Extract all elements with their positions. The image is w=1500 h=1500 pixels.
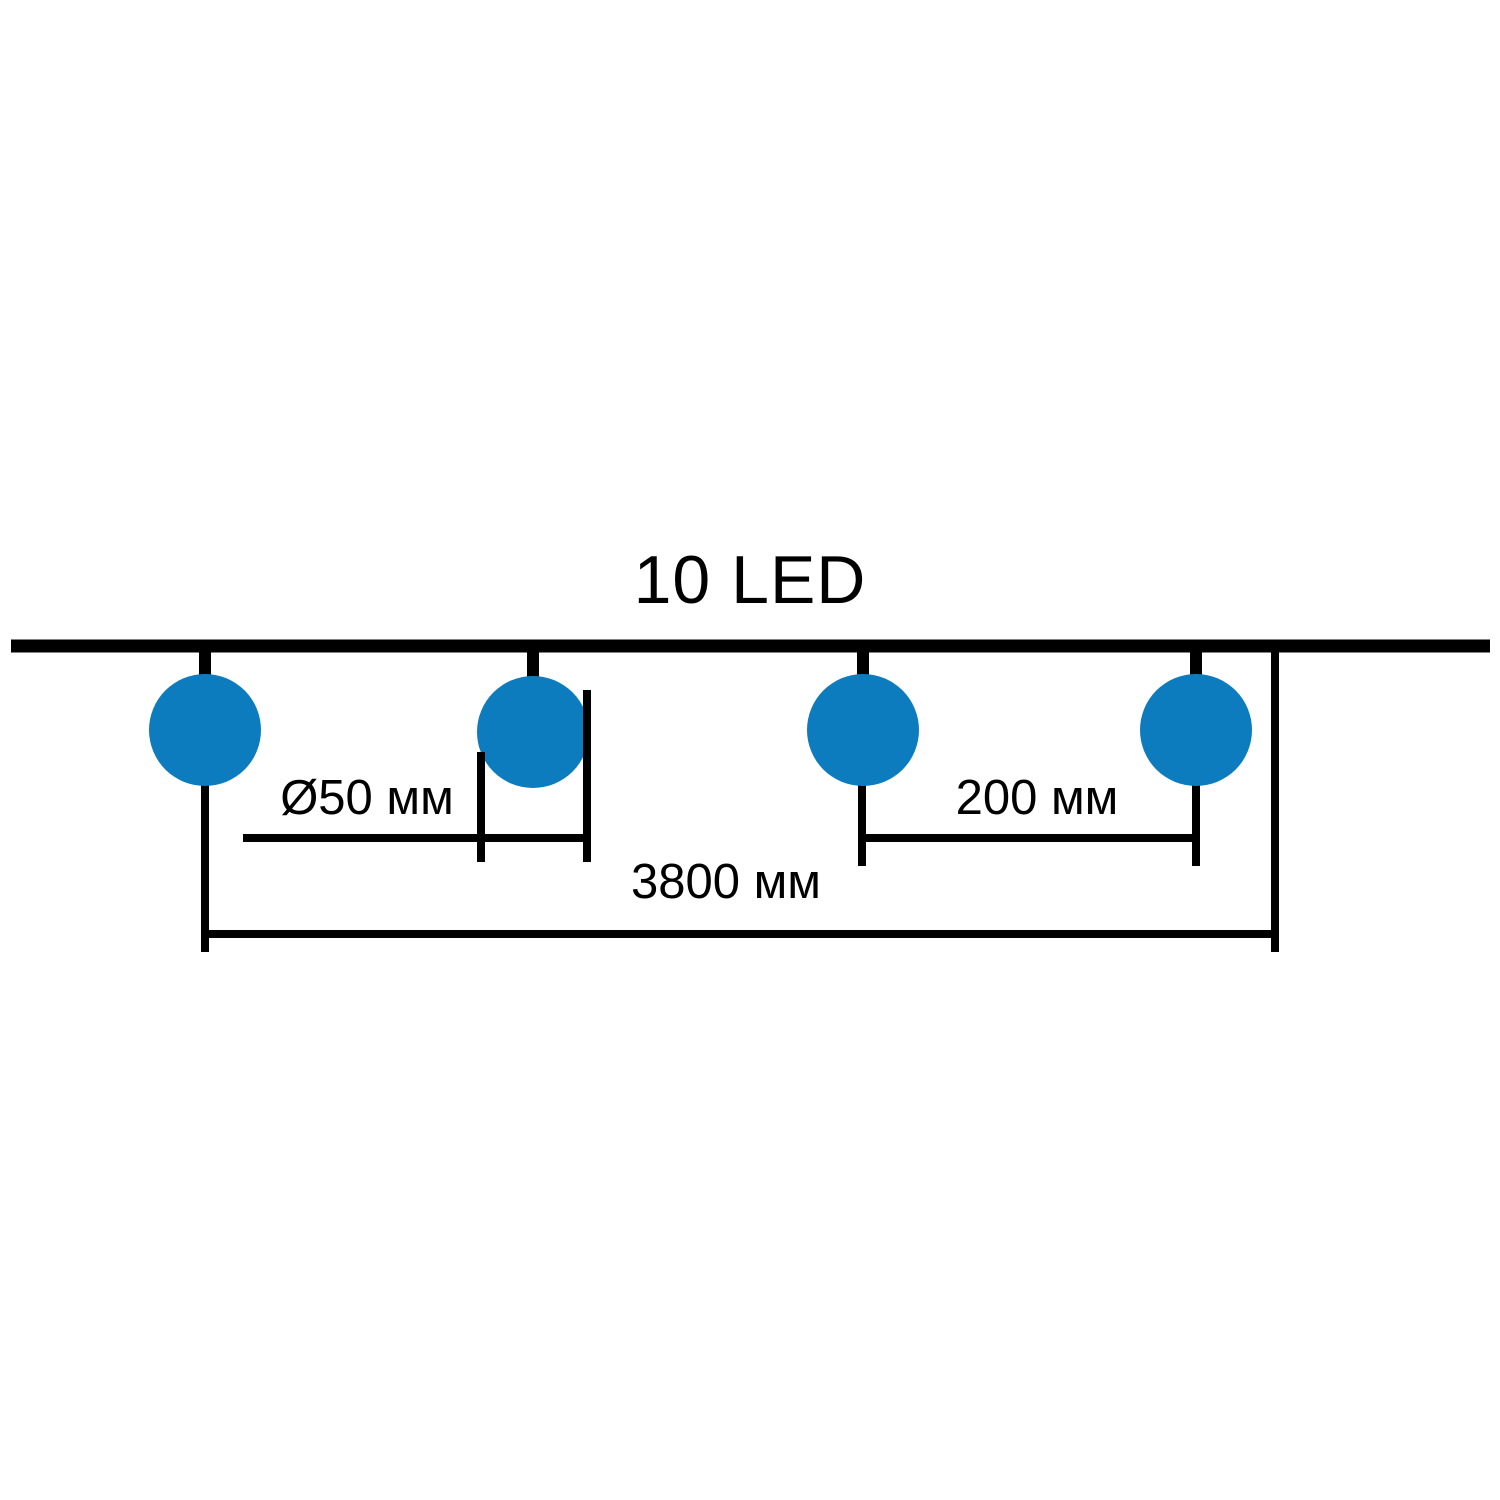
led-bulb-3 [807, 674, 919, 786]
led-bulb-4 [1140, 674, 1252, 786]
led-bulb-2 [477, 676, 589, 788]
total-length-label: 3800 мм [631, 855, 821, 909]
diagram-title: 10 LED [634, 542, 867, 618]
led-bulb-1 [149, 674, 261, 786]
diameter-label: Ø50 мм [280, 771, 454, 825]
spacing-label: 200 мм [956, 771, 1119, 825]
